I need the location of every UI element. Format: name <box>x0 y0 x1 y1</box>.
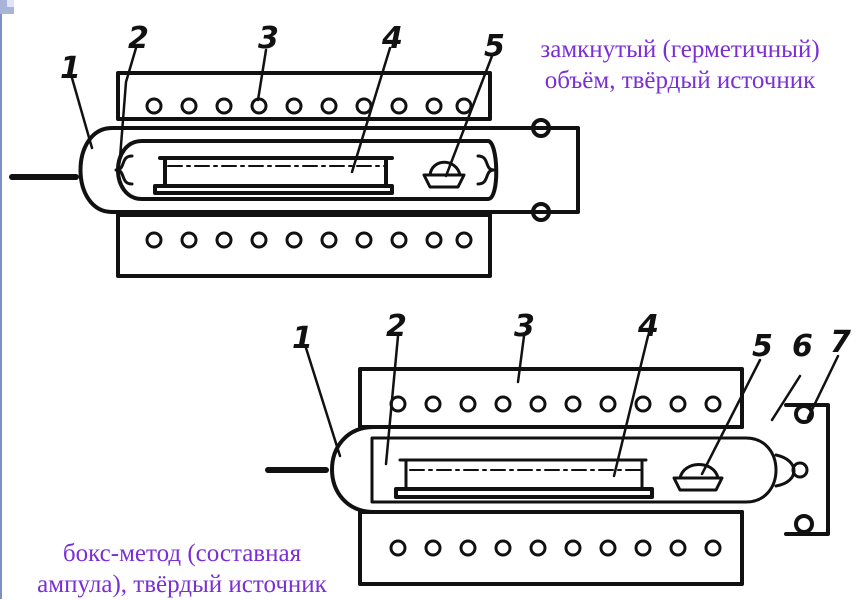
slide-corner-decoration <box>0 0 14 14</box>
bottom-heater-upper-block <box>358 367 744 429</box>
caption-line: объём, твёрдый источник <box>544 67 816 94</box>
bottom-inner-box <box>370 436 778 504</box>
top-label-3: 3 <box>258 21 279 56</box>
top-furnace-diagram <box>9 46 580 278</box>
bottom-plug <box>791 461 809 479</box>
bottom-label-5: 5 <box>752 329 773 364</box>
bottom-label-1: 1 <box>292 321 313 356</box>
caption-box-method: бокс-метод (составная ампула), твёрдый и… <box>2 538 362 600</box>
top-ampoule-outer <box>78 126 492 214</box>
top-brace-right <box>476 154 496 186</box>
caption-closed-volume: замкнутый (герметичный) объём, твёрдый и… <box>515 34 845 96</box>
bottom-seal-lower <box>794 514 814 534</box>
caption-line: замкнутый (герметичный) <box>540 36 820 63</box>
top-label-2: 2 <box>128 21 149 56</box>
top-label-1: 1 <box>60 51 81 86</box>
bottom-seal-upper <box>794 404 814 424</box>
top-substrate-holder <box>153 184 394 195</box>
bottom-label-7: 7 <box>830 325 851 360</box>
caption-line: бокс-метод (составная <box>62 540 302 567</box>
bottom-outer-tube <box>330 425 744 514</box>
top-brace-left <box>114 154 134 186</box>
top-inner-tube <box>116 139 499 201</box>
top-seal-upper <box>531 118 551 138</box>
slide-left-rule <box>0 14 2 599</box>
top-diagram-numbers: 1 2 3 4 5 <box>60 21 505 86</box>
top-source-boat <box>422 173 466 189</box>
caption-line: ампула), твёрдый источник <box>37 571 327 598</box>
top-seal-lower <box>531 202 551 222</box>
top-label-4: 4 <box>381 21 403 56</box>
bottom-substrate-holder <box>394 487 654 499</box>
bottom-label-3: 3 <box>514 309 535 344</box>
bottom-label-6: 6 <box>792 329 813 364</box>
bottom-furnace-diagram <box>265 334 840 586</box>
bottom-label-2: 2 <box>386 309 407 344</box>
top-flange <box>488 126 580 214</box>
bottom-label-4: 4 <box>637 309 659 344</box>
top-heater-upper-block <box>116 71 492 121</box>
bottom-diagram-numbers: 1 2 3 4 5 6 7 <box>292 309 851 364</box>
top-label-5: 5 <box>484 29 505 64</box>
bottom-source-boat <box>672 476 724 492</box>
top-heater-lower-block <box>116 213 492 278</box>
